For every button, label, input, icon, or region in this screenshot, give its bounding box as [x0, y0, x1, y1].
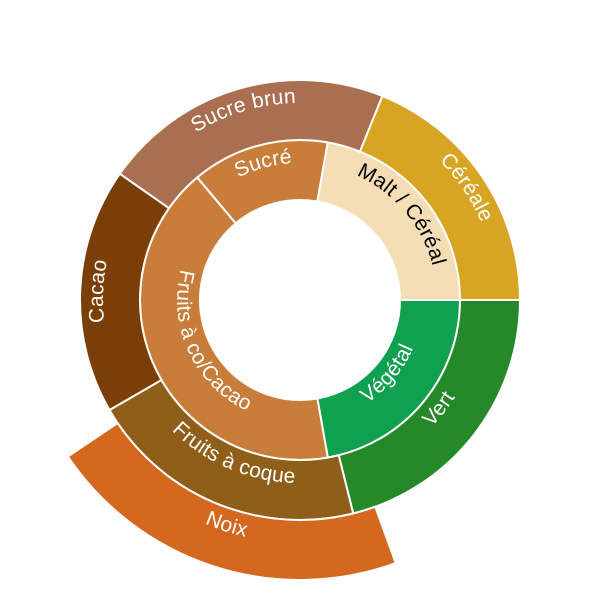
- outer-segment-noix[interactable]: [66, 421, 398, 581]
- outer-segment-cacao[interactable]: [79, 172, 171, 412]
- ring-segments: [66, 79, 522, 581]
- outer-label-cacao: Cacao: [85, 257, 112, 323]
